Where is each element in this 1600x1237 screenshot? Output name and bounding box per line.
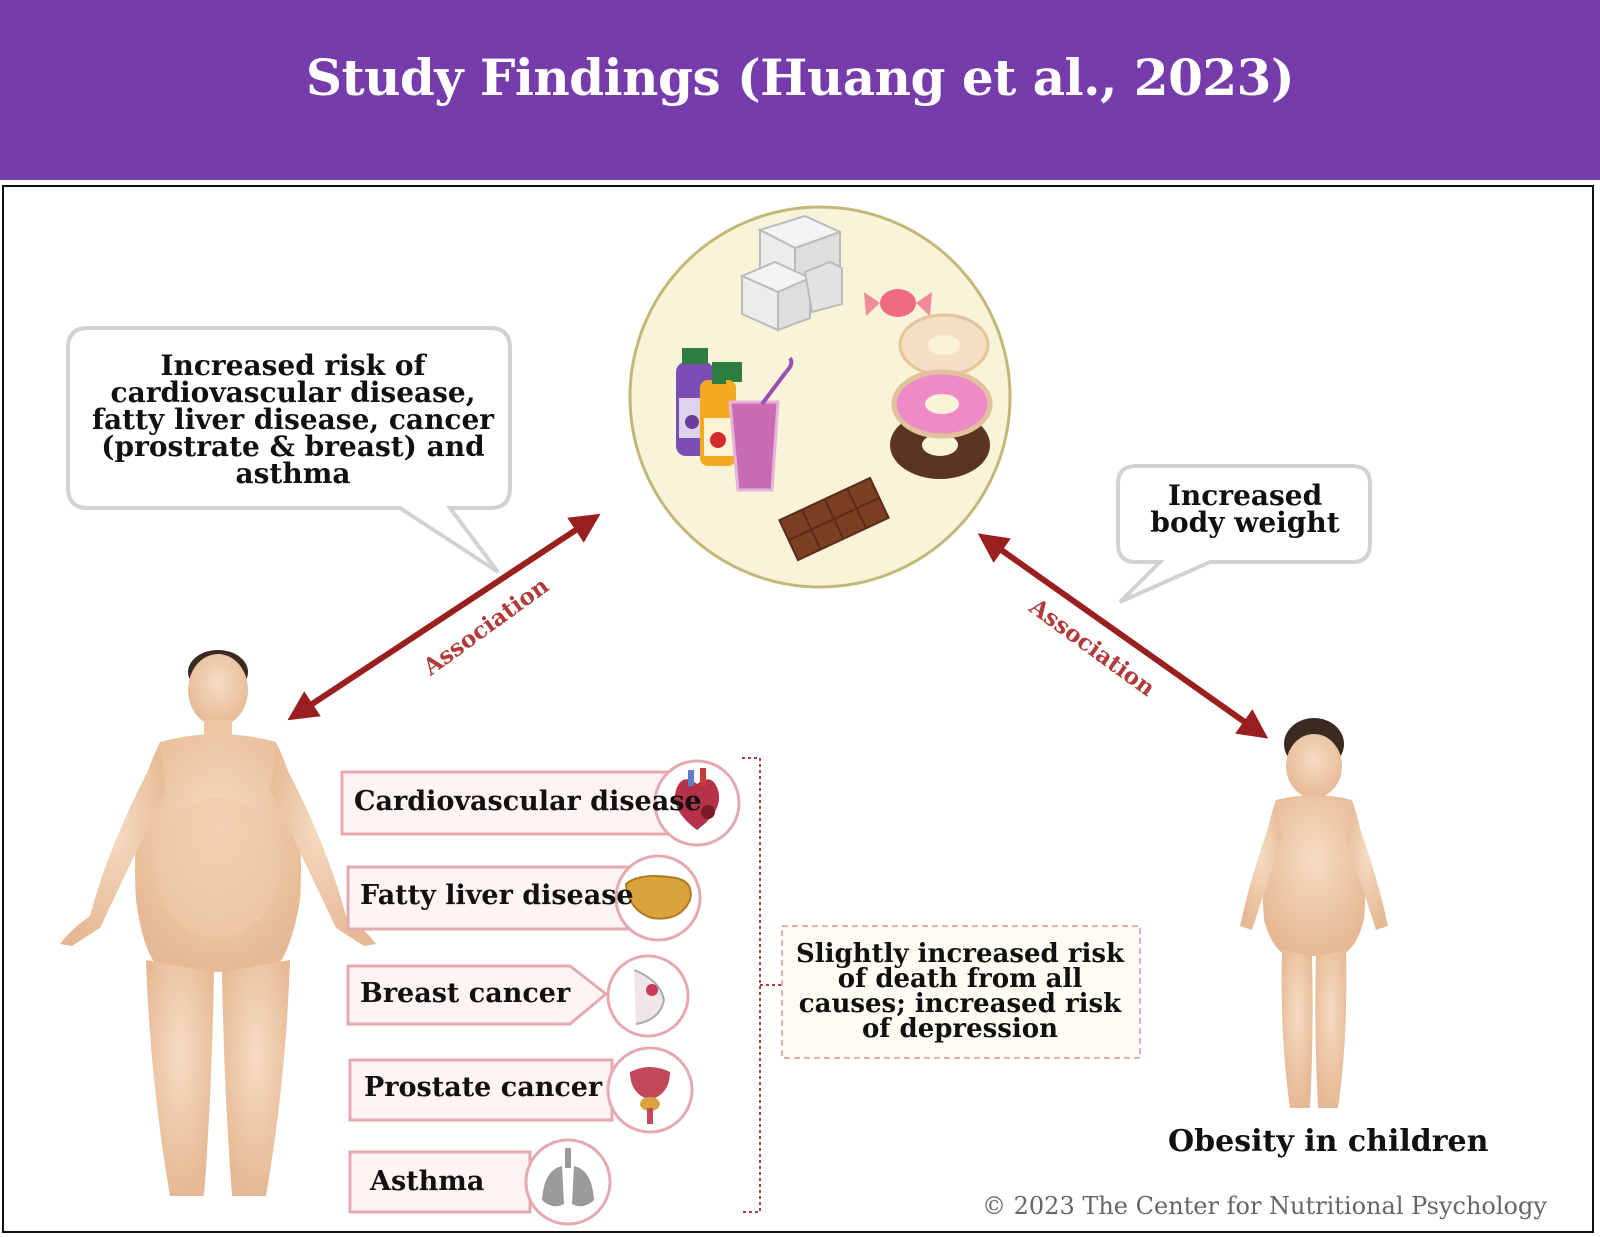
disease-list xyxy=(340,759,741,1226)
disease-label-cardiovascular: Cardiovascular disease xyxy=(354,786,702,817)
disease-box-cardiovascular xyxy=(340,759,741,847)
adult-figure-icon xyxy=(60,650,376,1196)
adult-risk-text: Increased risk of cardiovascular disease… xyxy=(91,349,495,490)
sugary-foods-illustration xyxy=(628,205,1012,589)
disease-bracket xyxy=(742,757,784,1213)
prostate-icon xyxy=(630,1067,670,1124)
child-figure-icon xyxy=(1240,718,1388,1108)
disease-box-prostate-cancer xyxy=(348,1046,694,1134)
chocolate-bar-icon xyxy=(778,476,890,562)
mortality-note-box xyxy=(781,925,1141,1059)
disease-label-breast-cancer: Breast cancer xyxy=(360,978,571,1009)
child-weight-text: Increased body weight xyxy=(1150,479,1340,539)
copyright-text: © 2023 The Center for Nutritional Psycho… xyxy=(982,1192,1547,1220)
association-arrow-right xyxy=(977,533,1269,739)
smoothie-icon xyxy=(728,356,794,492)
page-title: Study Findings (Huang et al., 2023) xyxy=(305,48,1295,107)
disease-box-asthma xyxy=(348,1138,612,1226)
mortality-note-text: Slightly increased risk of death from al… xyxy=(796,939,1124,1044)
lungs-icon xyxy=(542,1148,594,1207)
candy-icon xyxy=(864,289,932,317)
header-banner: Study Findings (Huang et al., 2023) xyxy=(0,0,1600,180)
disease-box-fatty-liver xyxy=(346,854,702,942)
juice-bottles-icon xyxy=(676,348,742,466)
child-caption: Obesity in children xyxy=(1168,1124,1489,1159)
disease-box-breast-cancer xyxy=(346,954,690,1038)
breast-icon xyxy=(633,969,666,1025)
content-frame xyxy=(2,185,1594,1233)
sugar-cubes-icon xyxy=(739,214,843,332)
association-arrow-left xyxy=(287,513,601,721)
disease-label-asthma: Asthma xyxy=(370,1166,485,1197)
donuts-icon xyxy=(890,313,993,479)
heart-icon xyxy=(674,768,720,830)
disease-label-fatty-liver: Fatty liver disease xyxy=(360,880,634,911)
disease-label-prostate-cancer: Prostate cancer xyxy=(364,1072,603,1103)
liver-icon xyxy=(624,875,692,920)
